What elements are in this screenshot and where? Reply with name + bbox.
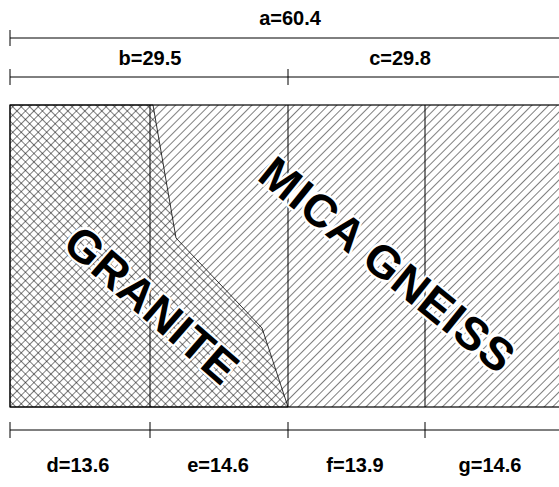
dimension-lines xyxy=(10,30,559,438)
mica-gneiss-area xyxy=(10,105,559,407)
section-line xyxy=(288,105,289,407)
granite-area xyxy=(10,105,288,407)
section-line xyxy=(425,105,426,407)
dimension-label: f=13.9 xyxy=(323,455,386,475)
dimension-label: c=29.8 xyxy=(366,48,434,68)
section-line xyxy=(150,105,151,407)
dimension-label: a=60.4 xyxy=(256,8,324,28)
block-outline xyxy=(10,105,559,407)
dimension-label: g=14.6 xyxy=(456,455,525,475)
granite-ground xyxy=(10,105,288,407)
dimension-label: e=14.6 xyxy=(184,455,252,475)
dimension-label: d=13.6 xyxy=(44,455,113,475)
dimension-label: b=29.5 xyxy=(116,48,185,68)
